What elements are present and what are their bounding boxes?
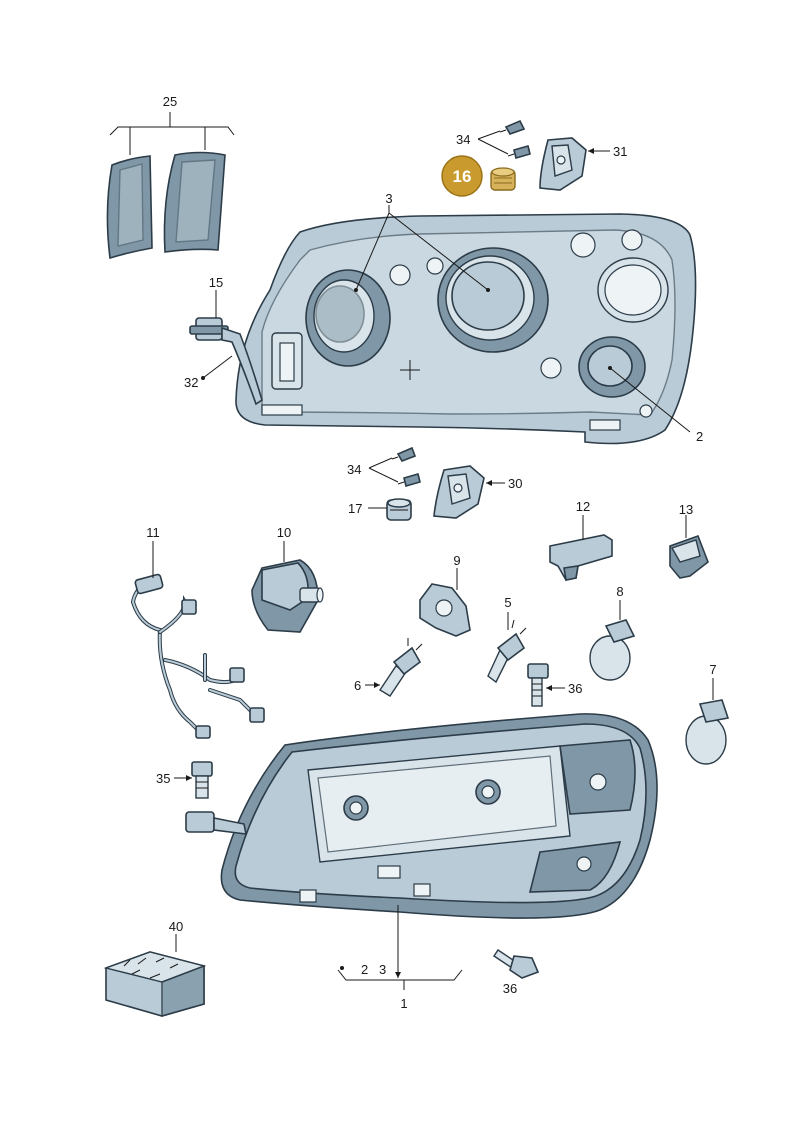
callout-12: 12 bbox=[576, 499, 590, 514]
part-36-screw-bottom[interactable] bbox=[493, 949, 540, 979]
callout-2-top: 2 bbox=[696, 429, 703, 444]
callout-1-leader bbox=[337, 905, 463, 990]
callout-32-leader bbox=[202, 355, 233, 379]
callout-25-leader bbox=[109, 112, 235, 155]
part-16-nut[interactable] bbox=[490, 167, 516, 191]
callout-13: 13 bbox=[679, 502, 693, 517]
callout-3-bottom: 3 bbox=[379, 962, 386, 977]
part-34-screws-mid[interactable] bbox=[391, 446, 421, 487]
callout-34-mid-leader bbox=[368, 457, 399, 483]
part-8-bulb[interactable] bbox=[589, 619, 636, 681]
part-35-screw[interactable] bbox=[191, 761, 213, 799]
part-32-bracket[interactable] bbox=[221, 326, 263, 406]
part-5-bulb[interactable] bbox=[487, 619, 527, 684]
callout-1: 1 bbox=[400, 996, 407, 1011]
callout-34-top-leader bbox=[477, 130, 509, 155]
callout-3-top: 3 bbox=[385, 191, 392, 206]
callout-36-mid: 36 bbox=[568, 681, 582, 696]
callout-8: 8 bbox=[616, 584, 623, 599]
part-31-mount-bracket[interactable] bbox=[539, 137, 587, 191]
part-16-highlight-badge[interactable]: 16 bbox=[441, 155, 483, 197]
callout-10: 10 bbox=[277, 525, 291, 540]
callout-36-bottom: 36 bbox=[503, 981, 517, 996]
callout-16: 16 bbox=[453, 167, 472, 186]
part-9-bulb-holder[interactable] bbox=[419, 583, 471, 637]
part-34-screws-top[interactable] bbox=[499, 119, 531, 159]
callout-32: 32 bbox=[184, 375, 198, 390]
callout-3-top-leader bbox=[354, 205, 490, 292]
callout-30: 30 bbox=[508, 476, 522, 491]
part-36-screw-mid[interactable] bbox=[527, 663, 549, 707]
callout-2-top-leader bbox=[609, 367, 691, 433]
part-13-bulb-cap[interactable] bbox=[669, 534, 709, 579]
callout-9: 9 bbox=[453, 553, 460, 568]
callout-11: 11 bbox=[146, 525, 160, 540]
part-10-leveling-motor[interactable] bbox=[251, 559, 324, 633]
callout-25: 25 bbox=[163, 94, 177, 109]
callout-6: 6 bbox=[354, 678, 361, 693]
part-17-nut[interactable] bbox=[386, 498, 412, 521]
callout-7: 7 bbox=[709, 662, 716, 677]
part-40-control-unit[interactable] bbox=[103, 951, 207, 1018]
callout-5: 5 bbox=[504, 595, 511, 610]
callout-40: 40 bbox=[169, 919, 183, 934]
part-12-connector-cover[interactable] bbox=[549, 534, 613, 581]
part-7-bulb[interactable] bbox=[685, 699, 730, 765]
part-25-lens-covers[interactable] bbox=[106, 151, 226, 260]
callout-15: 15 bbox=[209, 275, 223, 290]
callout-34-mid: 34 bbox=[347, 462, 361, 477]
part-30-mount-bracket[interactable] bbox=[433, 465, 485, 519]
callout-34-top: 34 bbox=[456, 132, 470, 147]
callout-35: 35 bbox=[156, 771, 170, 786]
callout-2-bottom: 2 bbox=[361, 962, 368, 977]
callout-17: 17 bbox=[348, 501, 362, 516]
headlight-housing-rear[interactable] bbox=[235, 213, 697, 445]
callout-31: 31 bbox=[613, 144, 627, 159]
part-11-wiring-harness[interactable] bbox=[130, 573, 265, 739]
part-1-headlight-assembly[interactable] bbox=[185, 713, 658, 919]
part-6-bulb[interactable] bbox=[379, 638, 423, 697]
